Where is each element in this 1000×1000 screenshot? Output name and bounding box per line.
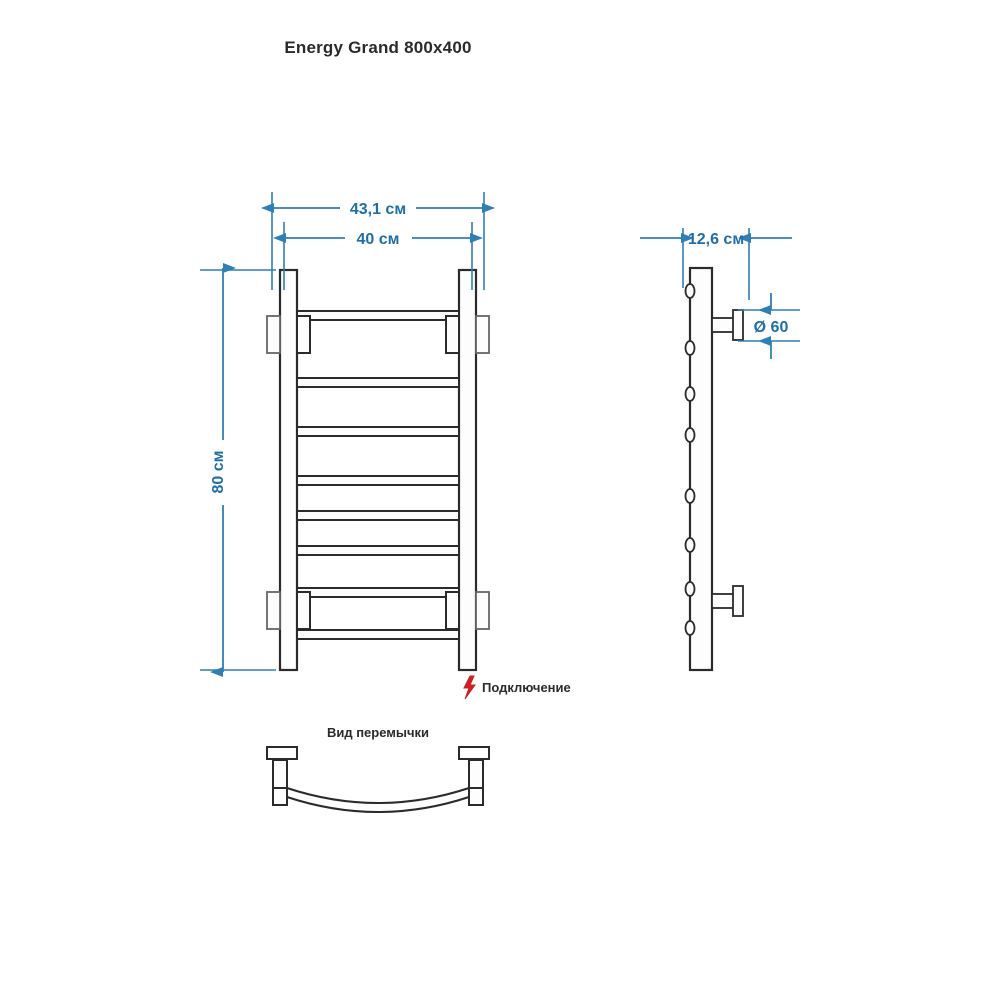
rung-end xyxy=(684,537,696,553)
side-rung-ends xyxy=(684,283,696,636)
jumper-view-label: Вид перемычки xyxy=(327,725,429,740)
front-post-left xyxy=(278,268,299,672)
rung xyxy=(296,629,460,640)
jumper-post-left xyxy=(272,759,288,806)
rung xyxy=(296,510,460,521)
connection-annotation: Подключение xyxy=(463,675,571,700)
bracket xyxy=(475,315,490,354)
dimension-label-overall-width: 43,1 см xyxy=(350,201,406,218)
dimension-label-depth: 12,6 см xyxy=(688,231,744,248)
dimension-depth: 12,6 см xyxy=(640,231,792,248)
rung xyxy=(296,587,460,598)
bracket xyxy=(266,315,281,354)
side-view-geometry xyxy=(684,266,744,672)
side-view-dimensions: 12,6 см Ø 60 xyxy=(640,228,800,359)
rung-end xyxy=(684,488,696,504)
rung-end xyxy=(684,283,696,299)
rung-end xyxy=(684,340,696,356)
side-bracket-upper xyxy=(711,309,744,341)
rung-end xyxy=(684,427,696,443)
side-post xyxy=(688,266,714,672)
dimension-label-overall-height: 80 см xyxy=(210,451,227,494)
dimension-inner-width: 40 см xyxy=(273,231,483,248)
rung xyxy=(296,475,460,486)
front-post-right xyxy=(457,268,478,672)
jumper-cap-right xyxy=(458,746,490,760)
rung xyxy=(296,426,460,437)
rung xyxy=(296,310,460,321)
dimension-overall-height: 80 см xyxy=(200,263,276,677)
dimension-bracket-diameter: Ø 60 xyxy=(738,293,800,359)
jumper-cap-left xyxy=(266,746,298,760)
side-bracket-lower xyxy=(711,585,744,617)
bracket xyxy=(296,315,311,354)
front-brackets xyxy=(266,315,490,630)
dimension-label-bracket-diameter: Ø 60 xyxy=(754,319,789,336)
bracket xyxy=(445,315,460,354)
rung xyxy=(296,545,460,556)
bracket xyxy=(445,591,460,630)
lightning-bolt-icon xyxy=(463,675,476,700)
rung-end xyxy=(684,581,696,597)
jumper-view: Вид перемычки xyxy=(266,725,490,813)
bracket xyxy=(475,591,490,630)
front-view-dimensions: 43,1 см 40 см 80 см xyxy=(200,192,495,677)
rung-end xyxy=(684,620,696,636)
rung xyxy=(296,377,460,388)
rung-end xyxy=(684,386,696,402)
jumper-post-right xyxy=(468,759,484,806)
page-title: Energy Grand 800x400 xyxy=(0,38,1000,58)
dimension-label-inner-width: 40 см xyxy=(357,231,400,248)
bracket xyxy=(296,591,311,630)
front-view-geometry xyxy=(266,268,490,672)
page-title-text: Energy Grand 800x400 xyxy=(284,38,472,57)
dimension-overall-width: 43,1 см xyxy=(261,201,495,218)
bracket xyxy=(266,591,281,630)
jumper-curved-bar xyxy=(286,786,470,813)
connection-label: Подключение xyxy=(482,680,571,695)
front-rungs xyxy=(296,310,460,640)
